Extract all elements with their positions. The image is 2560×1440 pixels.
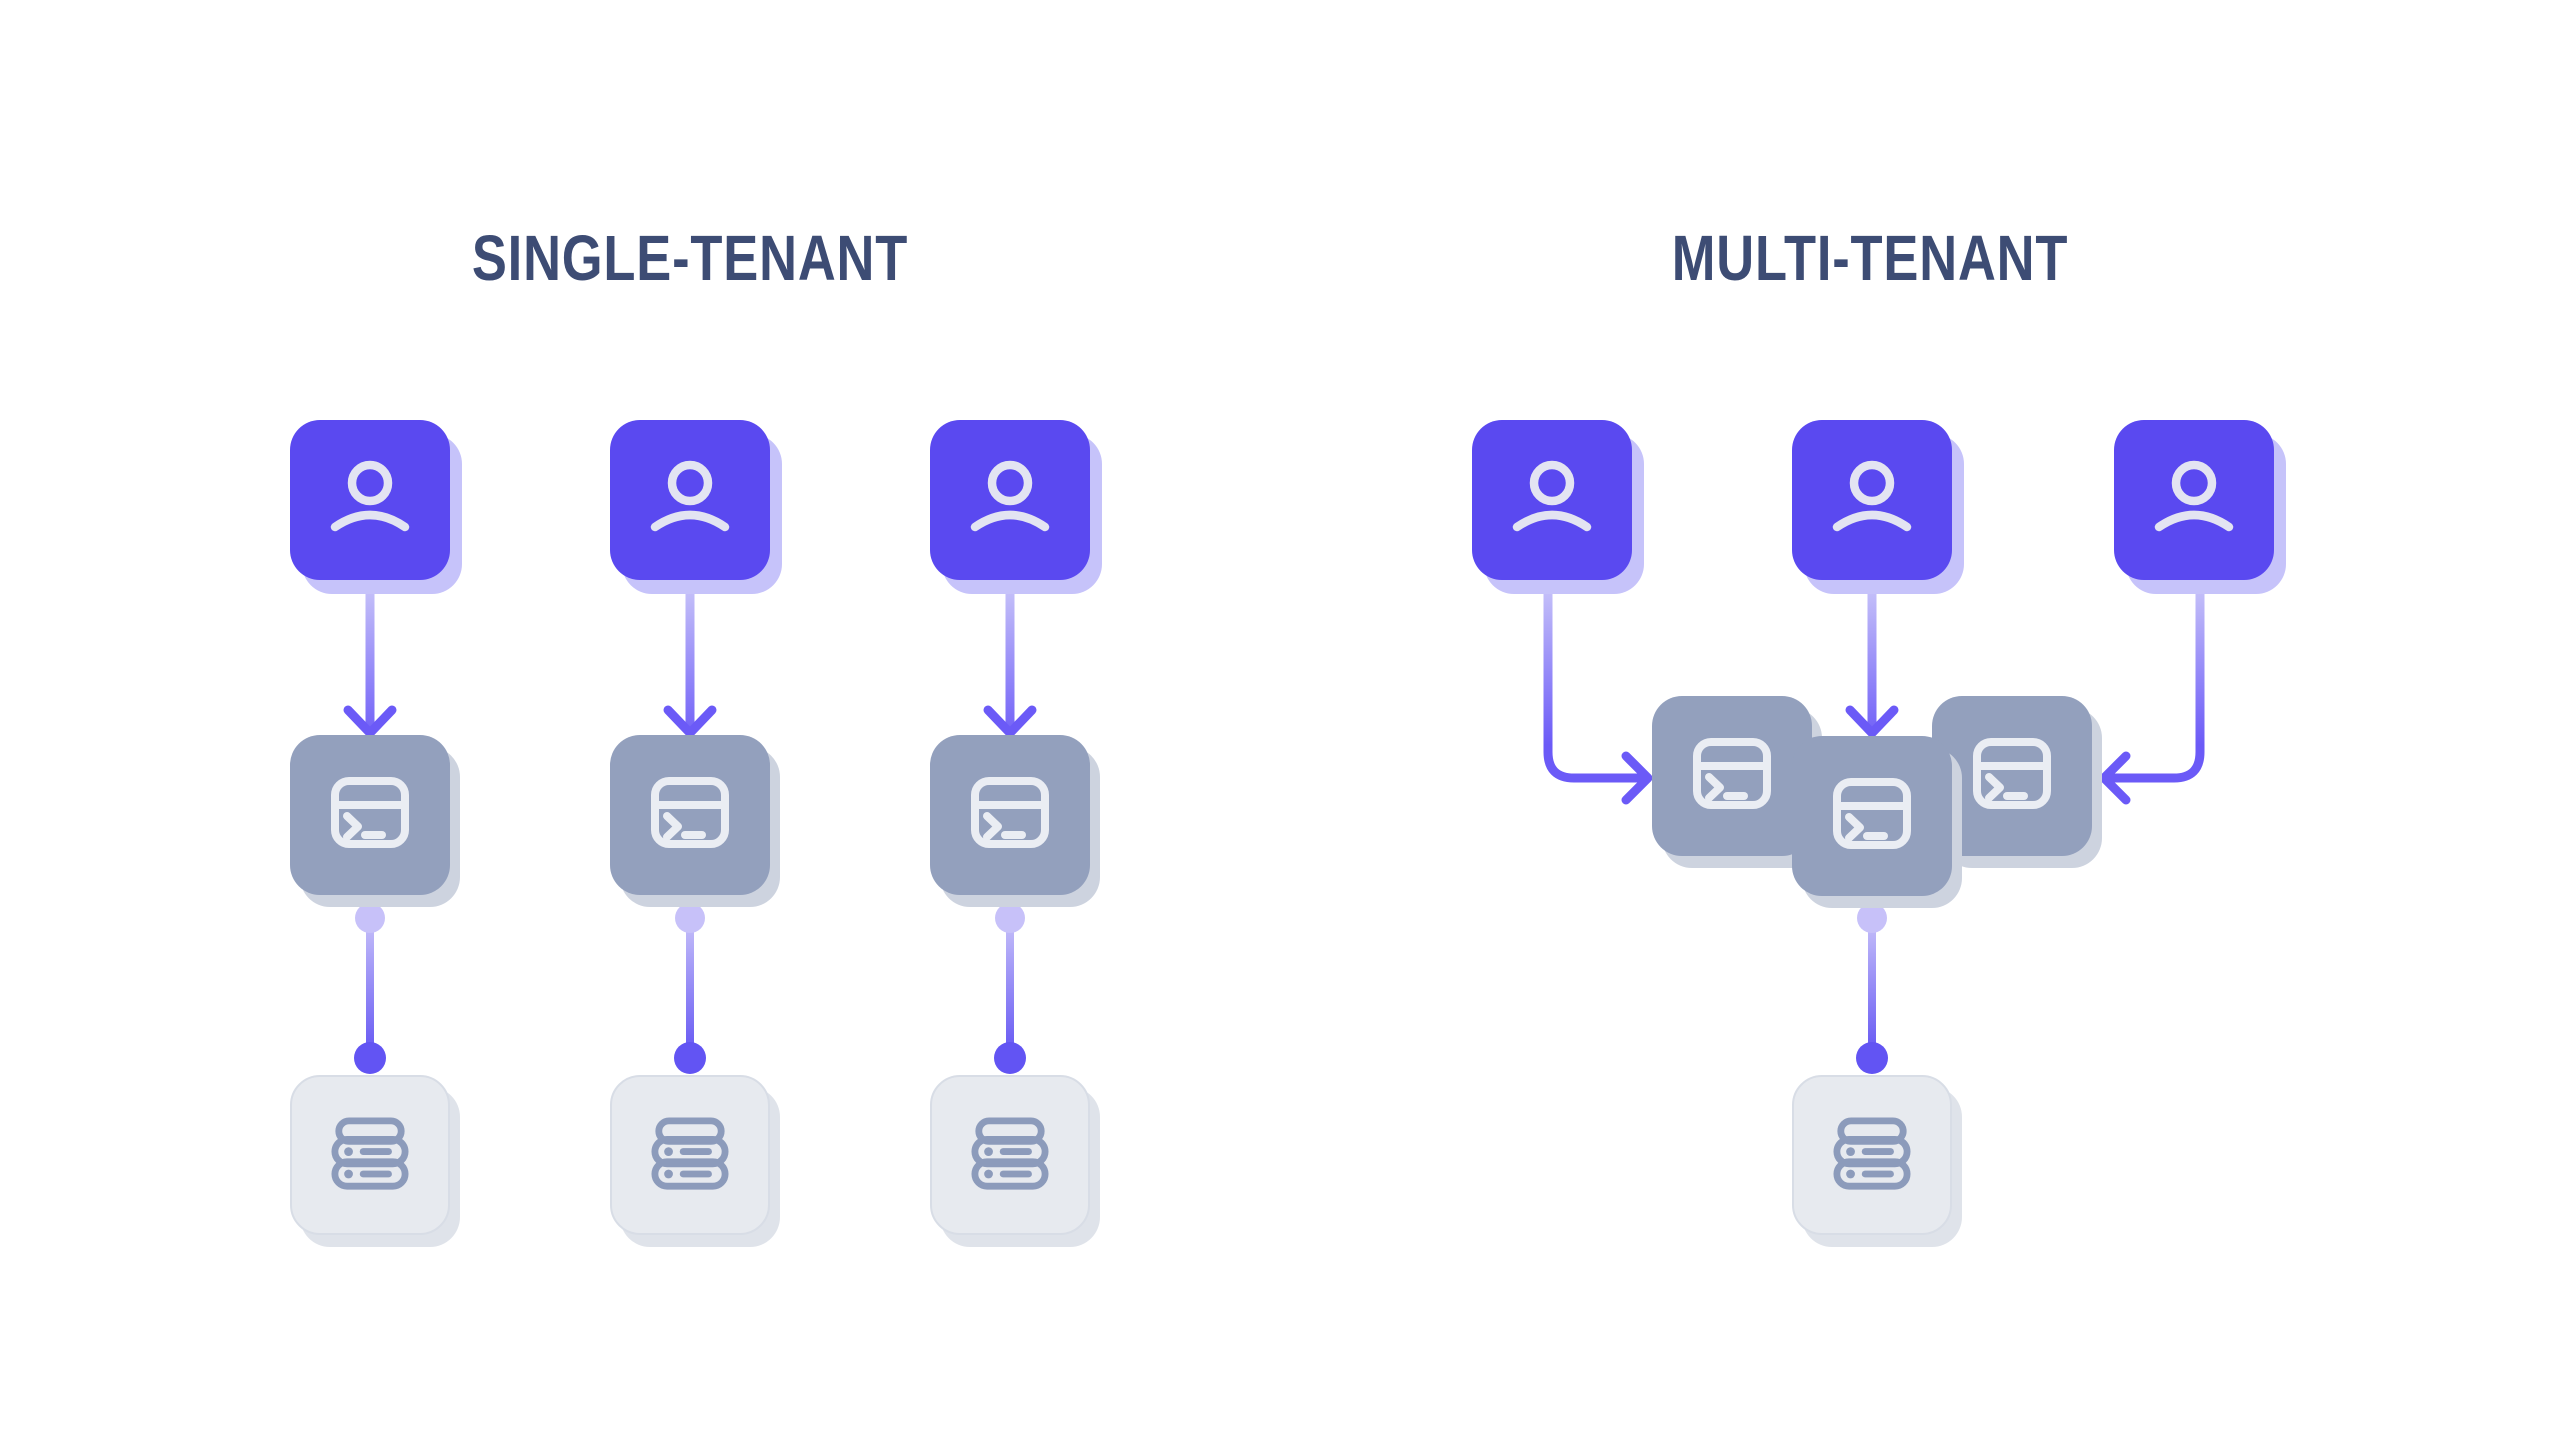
single-dotlink-2	[674, 903, 706, 1074]
user-icon	[1472, 420, 1632, 580]
terminal-icon	[1792, 736, 1952, 896]
multi-user-node-3	[2114, 420, 2274, 580]
server-stack-icon	[292, 1077, 448, 1233]
single-arrow-3	[983, 577, 1037, 738]
single-db-node-2	[610, 1075, 770, 1235]
single-app-node-1	[290, 735, 450, 895]
single-arrow-2	[663, 577, 717, 738]
server-stack-icon	[932, 1077, 1088, 1233]
user-icon	[610, 420, 770, 580]
multi-elbow-left	[1543, 577, 1653, 805]
terminal-icon	[930, 735, 1090, 895]
single-db-node-1	[290, 1075, 450, 1235]
user-icon	[2114, 420, 2274, 580]
single-app-node-2	[610, 735, 770, 895]
multi-arrow-center	[1845, 577, 1899, 738]
terminal-icon	[610, 735, 770, 895]
single-user-node-3	[930, 420, 1090, 580]
multi-tenant-title: MULTI-TENANT	[1671, 222, 2069, 294]
user-icon	[290, 420, 450, 580]
single-user-node-1	[290, 420, 450, 580]
user-icon	[1792, 420, 1952, 580]
terminal-icon	[1932, 696, 2092, 856]
single-tenant-title: SINGLE-TENANT	[471, 222, 909, 294]
server-stack-icon	[1794, 1077, 1950, 1233]
terminal-icon	[1652, 696, 1812, 856]
single-dotlink-3	[994, 903, 1026, 1074]
user-icon	[930, 420, 1090, 580]
multi-app-node-right	[1932, 696, 2092, 856]
multi-elbow-right	[2099, 577, 2205, 805]
server-stack-icon	[612, 1077, 768, 1233]
multi-app-node-center	[1792, 736, 1952, 896]
single-db-node-3	[930, 1075, 1090, 1235]
single-dotlink-1	[354, 903, 386, 1074]
multi-dotlink	[1856, 903, 1888, 1074]
multi-app-node-left	[1652, 696, 1812, 856]
terminal-icon	[290, 735, 450, 895]
multi-db-node	[1792, 1075, 1952, 1235]
single-user-node-2	[610, 420, 770, 580]
single-app-node-3	[930, 735, 1090, 895]
multi-user-node-1	[1472, 420, 1632, 580]
single-arrow-1	[343, 577, 397, 738]
multi-user-node-2	[1792, 420, 1952, 580]
